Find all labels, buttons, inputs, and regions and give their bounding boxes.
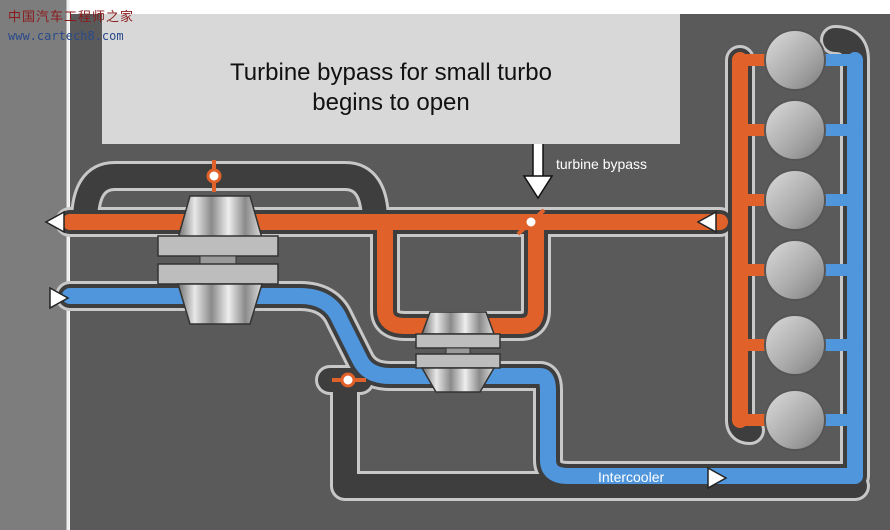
cylinder-3 — [764, 169, 826, 231]
turbine-bypass-valve-icon — [516, 208, 546, 236]
watermark-line-2: www.cartech8.com — [8, 29, 124, 43]
intake-flow — [62, 52, 863, 484]
left-band — [0, 0, 68, 530]
cylinder-6 — [764, 389, 826, 451]
cylinder-2 — [764, 99, 826, 161]
caption-line-2: begins to open — [312, 89, 470, 116]
large-turbocharger — [157, 195, 279, 325]
manifold-exhaust-arrow-icon — [696, 210, 717, 234]
lp-bypass-valve-icon — [206, 160, 222, 192]
intercooler-flow-arrow-icon — [707, 466, 728, 490]
turbine-bypass-label: turbine bypass — [556, 156, 648, 172]
compressor-bypass-valve-icon — [332, 372, 366, 388]
bypass-pointer-arrow-icon — [522, 131, 554, 200]
caption-line-1: Turbine bypass for small turbo — [230, 59, 552, 86]
cylinder-1 — [764, 29, 826, 91]
caption: Turbine bypass for small turbo begins to… — [102, 58, 680, 118]
exhaust-out-arrow-icon — [44, 210, 65, 234]
cylinder-4 — [764, 239, 826, 301]
caption-panel — [102, 14, 680, 144]
intercooler-label: Intercooler — [598, 469, 665, 485]
small-turbocharger — [415, 311, 501, 393]
watermark: 中国汽车工程师之家 www.cartech8.com — [8, 6, 134, 43]
cylinder-5 — [764, 314, 826, 376]
engine-cylinders — [764, 29, 826, 451]
intake-in-arrow-icon — [49, 286, 70, 310]
watermark-line-1: 中国汽车工程师之家 — [8, 10, 135, 25]
